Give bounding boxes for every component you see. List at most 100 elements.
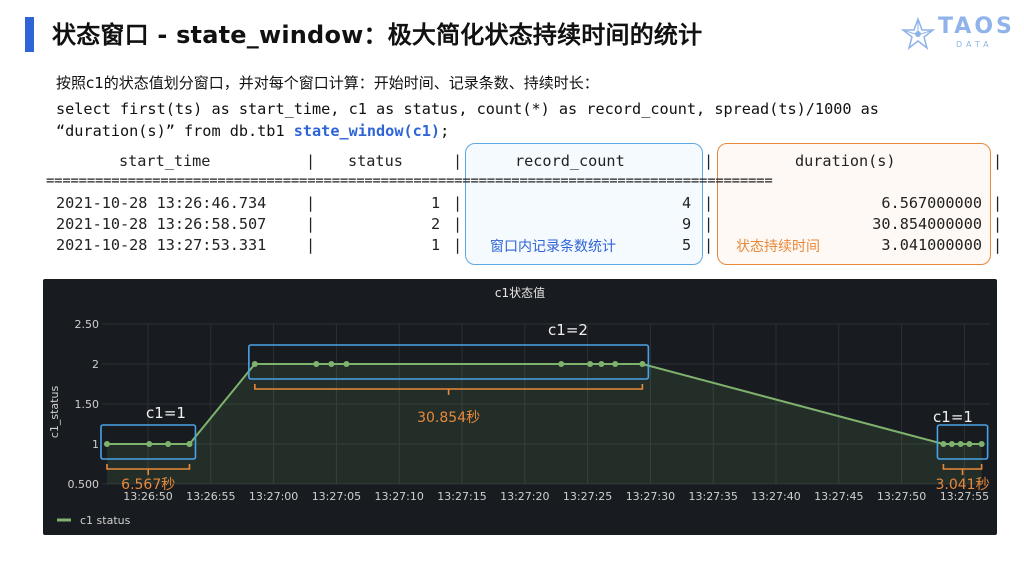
duration-highlight-box [717, 143, 991, 265]
slide-description: 按照c1的状态值划分窗口，并对每个窗口计算：开始时间、记录条数、持续时长： [56, 74, 599, 92]
x-tick-label: 13:27:55 [940, 490, 989, 503]
table-col-divider: | [704, 194, 714, 212]
x-tick-label: 13:27:05 [312, 490, 361, 503]
table-header-start-time: start_time [119, 152, 211, 170]
data-point [587, 361, 594, 367]
table-col-divider: | [453, 152, 463, 170]
data-point [343, 361, 350, 367]
y-tick-label: 2 [92, 358, 99, 371]
x-tick-label: 13:27:30 [626, 490, 675, 503]
table-separator: ========================================… [46, 173, 773, 189]
duration-note: 状态持续时间 [736, 239, 820, 255]
data-point [313, 361, 320, 367]
y-tick-label: 0.500 [68, 478, 100, 491]
table-col-divider: | [306, 152, 316, 170]
x-tick-label: 13:27:45 [814, 490, 863, 503]
sql-line-1: select first(ts) as start_time, c1 as st… [56, 100, 879, 118]
table-cell-start-time: 2021-10-28 13:27:53.331 [56, 236, 267, 254]
data-point [957, 441, 964, 447]
y-axis-label: c1_status [48, 386, 61, 439]
table-cell-record-count: 4 [682, 194, 692, 212]
title-accent-bar [25, 17, 34, 52]
data-point [103, 441, 110, 447]
sql-line-2-prefix: “duration(s)” from db.tb1 [56, 122, 294, 140]
table-col-divider: | [993, 236, 1003, 254]
series-area-fill [107, 364, 982, 484]
record-count-highlight-box [465, 143, 703, 265]
legend-series-name[interactable]: c1 status [80, 514, 131, 527]
data-point [328, 361, 335, 367]
table-cell-record-count: 9 [682, 215, 692, 233]
table-col-divider: | [306, 236, 316, 254]
data-point [639, 361, 646, 367]
window-duration-label: 30.854秒 [417, 410, 480, 426]
table-cell-status: 2 [431, 215, 441, 233]
data-point [186, 441, 193, 447]
table-header-duration: duration(s) [795, 152, 896, 170]
table-cell-start-time: 2021-10-28 13:26:58.507 [56, 215, 267, 233]
chart-panel [43, 279, 997, 535]
chart-title: c1状态值 [495, 285, 545, 300]
table-col-divider: | [453, 194, 463, 212]
table-col-divider: | [704, 215, 714, 233]
data-point [966, 441, 973, 447]
window-highlight-box [100, 424, 197, 460]
table-cell-start-time: 2021-10-28 13:26:46.734 [56, 194, 267, 212]
sql-state-window-keyword: state_window(c1) [293, 122, 441, 140]
table-cell-status: 1 [431, 194, 441, 212]
window-state-label: c1=1 [933, 408, 973, 426]
table-col-divider: | [453, 215, 463, 233]
table-cell-status: 1 [431, 236, 441, 254]
x-tick-label: 13:26:50 [123, 490, 172, 503]
table-header-status: status [348, 152, 403, 170]
window-duration-label: 6.567秒 [121, 477, 175, 493]
x-tick-label: 13:27:15 [437, 490, 486, 503]
table-header-record-count: record_count [515, 152, 625, 170]
sql-line-2: “duration(s)” from db.tb1 state_window(c… [56, 122, 449, 140]
data-point [948, 441, 955, 447]
y-tick-label: 1.50 [75, 398, 100, 411]
taos-data-logo: TAOS DATA [898, 14, 1012, 54]
table-col-divider: | [993, 215, 1003, 233]
table-col-divider: | [704, 152, 714, 170]
table-cell-duration: 3.041000000 [881, 236, 982, 254]
slide-title: 状态窗口 - state_window：极大简化状态持续时间的统计 [52, 21, 703, 49]
table-col-divider: | [993, 194, 1003, 212]
y-tick-label: 2.50 [75, 318, 100, 331]
logo-wordmark: TAOS [938, 14, 1015, 39]
data-point [978, 441, 985, 447]
logo-star-icon [900, 16, 936, 50]
x-tick-label: 13:27:20 [500, 490, 549, 503]
x-tick-label: 13:27:35 [688, 490, 737, 503]
table-cell-duration: 30.854000000 [872, 215, 982, 233]
window-duration-label: 3.041秒 [935, 477, 989, 493]
table-col-divider: | [453, 236, 463, 254]
x-tick-label: 13:27:00 [249, 490, 298, 503]
window-highlight-box [248, 344, 650, 380]
data-point [598, 361, 605, 367]
table-cell-duration: 6.567000000 [881, 194, 982, 212]
x-tick-label: 13:27:25 [563, 490, 612, 503]
y-tick-label: 1 [92, 438, 99, 451]
data-point [558, 361, 565, 367]
data-point [251, 361, 258, 367]
sql-line-2-suffix: ; [440, 122, 450, 140]
logo-subtext: DATA [956, 40, 993, 49]
data-point [612, 361, 619, 367]
table-col-divider: | [993, 152, 1003, 170]
x-tick-label: 13:26:55 [186, 490, 235, 503]
table-col-divider: | [704, 236, 714, 254]
window-state-label: c1=2 [548, 321, 588, 339]
record-count-note: 窗口内记录条数统计 [490, 239, 616, 255]
data-point [940, 441, 947, 447]
window-highlight-box [936, 424, 989, 460]
data-point [165, 441, 172, 447]
table-col-divider: | [306, 194, 316, 212]
table-col-divider: | [306, 215, 316, 233]
table-cell-record-count: 5 [682, 236, 692, 254]
data-point [146, 441, 153, 447]
x-tick-label: 13:27:10 [374, 490, 423, 503]
x-tick-label: 13:27:50 [877, 490, 926, 503]
x-tick-label: 13:27:40 [751, 490, 800, 503]
